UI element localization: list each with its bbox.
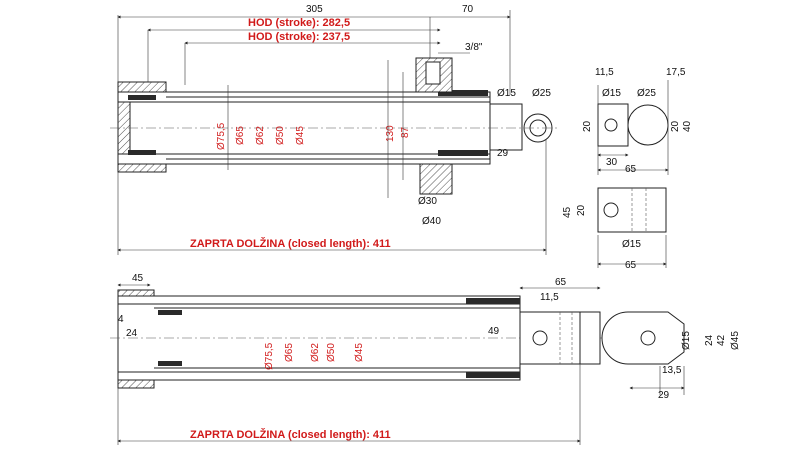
rod-end-block <box>489 103 523 151</box>
bottom-clevis-hole <box>532 330 548 346</box>
bottom-wall-bottom <box>117 371 521 381</box>
bottom-dia-inner: Ø62 <box>310 343 321 362</box>
bottom-clevis-tip <box>579 311 601 365</box>
dia-rod-label: Ø45 <box>295 126 306 145</box>
bottom-dia-rod: Ø45 <box>354 343 365 362</box>
port-thread-label: 3/8" <box>465 42 483 53</box>
bottom-dia-outer: Ø75,5 <box>264 342 275 370</box>
piston-seal-bottom <box>128 150 156 155</box>
dia-bore-label: Ø50 <box>275 126 286 145</box>
side-eye-dim-65-label: 65 <box>625 260 637 271</box>
bottom-piston-seal-top <box>158 310 182 315</box>
bottom-wall-top <box>117 295 521 305</box>
top-cylinder-view: 305 70 HOD (stroke): 282,5 HOD (stroke):… <box>110 4 560 255</box>
eye-dim-17-5: 17,5 <box>666 67 686 78</box>
clevis-dim-45: Ø45 <box>730 331 741 350</box>
piston-seal-top <box>128 95 156 100</box>
bottom-gland-seal-top <box>466 298 520 304</box>
eye-dim-20-right: 20 <box>670 120 681 132</box>
stroke-label-1: HOD (stroke): 282,5 <box>248 17 350 29</box>
trunnion-block <box>419 163 453 195</box>
clevis-hole <box>640 330 656 346</box>
eye-pin-hole <box>604 118 618 132</box>
clevis-pin-hole: Ø15 <box>681 331 692 350</box>
bottom-dim-24: 24 <box>126 328 138 339</box>
dim-port-offset: 70 <box>462 4 474 15</box>
eye-pin-label: Ø15 <box>602 88 621 99</box>
bottom-dim-4: 4 <box>118 314 124 325</box>
eye-dim-40: 40 <box>682 120 693 132</box>
bottom-dim-11-5: 11,5 <box>540 292 559 303</box>
bottom-piston-seal-bottom <box>158 361 182 366</box>
eye-detail-top: 11,5 17,5 Ø15 Ø25 20 20 40 30 65 <box>582 67 693 175</box>
dim-overall-length: 305 <box>306 4 323 15</box>
bottom-dia-bore: Ø50 <box>326 343 337 362</box>
bottom-dim-65: 65 <box>555 277 567 288</box>
eye-dia-label: Ø25 <box>637 88 656 99</box>
port-hole <box>425 61 441 85</box>
clevis-dim-29: 29 <box>658 390 670 401</box>
bottom-cylinder-view: 45 4 24 65 11,5 49 45 Ø75,5 Ø65 Ø62 Ø50 … <box>110 273 615 445</box>
bottom-rod-end <box>519 311 581 365</box>
clevis-dim-13-5: 13,5 <box>662 365 682 376</box>
dia-inner-label: Ø62 <box>255 126 266 145</box>
eye-dim-65-label: 65 <box>625 164 637 175</box>
closed-length-top: ZAPRTA DOLŽINA (closed length): 411 <box>190 237 391 250</box>
bottom-gland-seal-bottom <box>466 372 520 378</box>
port-width-label: 87 <box>400 126 411 138</box>
bottom-dim-45: 45 <box>132 273 144 284</box>
dia-tube-label: Ø65 <box>235 126 246 145</box>
dia-outer-label: Ø75,5 <box>216 122 227 150</box>
trunnion-outer-label: Ø40 <box>422 216 441 227</box>
pin-hole-label: Ø15 <box>497 88 516 99</box>
side-eye-hole <box>603 202 619 218</box>
eye-dim-11-5: 11,5 <box>595 67 614 78</box>
eye-dia-label: Ø25 <box>532 88 551 99</box>
eye-detail-side: 45 20 Ø15 65 <box>562 187 667 271</box>
closed-length-bottom: ZAPRTA DOLŽINA (closed length): 411 <box>190 428 391 441</box>
side-eye-dim-45: 45 <box>562 206 573 218</box>
port-height-label: 130 <box>385 125 396 142</box>
eye-outer-circle <box>627 104 669 146</box>
clevis-dim-42: 42 <box>716 334 727 346</box>
clevis-dim-24: 24 <box>704 334 715 346</box>
gland-seal-top <box>438 90 488 96</box>
stroke-label-2: HOD (stroke): 237,5 <box>248 31 350 43</box>
side-eye-dim-20: 20 <box>576 204 587 216</box>
clevis-detail: Ø15 24 42 Ø45 13,5 29 <box>601 311 741 401</box>
bottom-dia-tube: Ø65 <box>284 343 295 362</box>
eye-offset-label: 29 <box>497 148 509 159</box>
bottom-dim-49: 49 <box>488 326 500 337</box>
eye-dim-30-label: 30 <box>606 157 618 168</box>
side-eye-pin-label: Ø15 <box>622 239 641 250</box>
gland-seal-bottom <box>438 150 488 156</box>
trunnion-dia-label: Ø30 <box>418 196 437 207</box>
eye-dim-20-left: 20 <box>582 120 593 132</box>
